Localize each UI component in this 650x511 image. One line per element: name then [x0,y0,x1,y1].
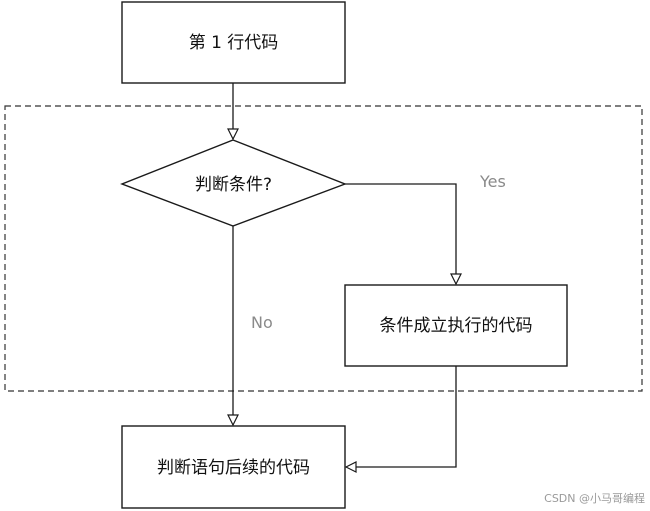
node-condition-label: 判断条件? [195,175,272,195]
edge-label-yes: Yes [479,172,506,191]
node-line1-label: 第 1 行代码 [189,33,279,53]
node-line1: 第 1 行代码 [121,1,346,84]
edge-label-no: No [251,313,273,332]
node-true-branch: 条件成立执行的代码 [344,284,568,367]
edge-true-to-after [346,366,457,467]
node-after-label: 判断语句后续的代码 [157,458,310,478]
node-true-branch-label: 条件成立执行的代码 [380,316,533,336]
watermark: CSDN @小马哥编程 [544,491,645,505]
node-after: 判断语句后续的代码 [121,425,346,509]
if-block-dashed-frame [4,105,643,392]
node-condition: 判断条件? [120,139,347,227]
edge-condition-yes [345,183,456,284]
